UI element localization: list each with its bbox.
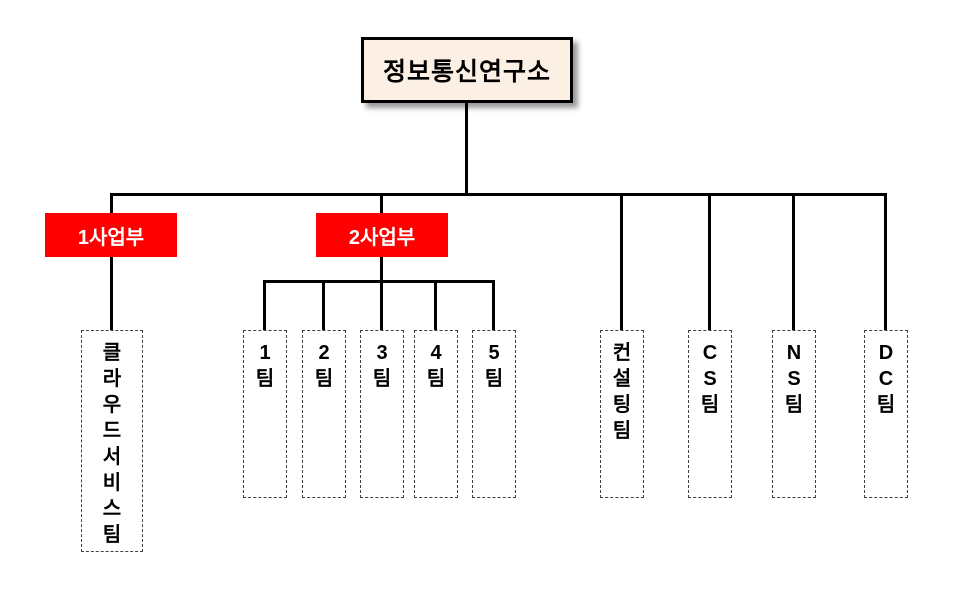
- root-label: 정보통신연구소: [382, 58, 551, 86]
- connector-drop-team-2: [322, 280, 325, 331]
- division-2-label: 2사업부: [348, 226, 416, 249]
- connector-drop-team-5: [492, 280, 495, 331]
- team-consulting-box: 컨 설 팅 팀: [600, 330, 644, 498]
- connector-drop-team-1: [263, 280, 266, 331]
- connector-drop-cs-team: [708, 193, 711, 331]
- division-1-box: 1사업부: [45, 213, 177, 257]
- connector-sub-bar: [263, 280, 495, 283]
- connector-root-stem: [465, 103, 468, 195]
- team-cloud-service-box: 클 라 우 드 서 비 스 팀: [81, 330, 143, 552]
- team-5-box: 5 팀: [472, 330, 516, 498]
- team-1-box: 1 팀: [243, 330, 287, 498]
- team-cs-box: C S 팀: [688, 330, 732, 498]
- division-1-label: 1사업부: [77, 226, 145, 249]
- connector-drop-team-4: [434, 280, 437, 331]
- team-4-box: 4 팀: [414, 330, 458, 498]
- connector-drop-division-1: [110, 193, 113, 215]
- connector-drop-division-2: [380, 193, 383, 215]
- connector-main-bar: [111, 193, 887, 196]
- division-2-box: 2사업부: [316, 213, 448, 257]
- connector-division-1-stem: [110, 255, 113, 331]
- connector-drop-consulting-team: [620, 193, 623, 331]
- team-2-box: 2 팀: [302, 330, 346, 498]
- connector-drop-dc-team: [884, 193, 887, 331]
- team-ns-box: N S 팀: [772, 330, 816, 498]
- root-box: 정보통신연구소: [361, 37, 573, 103]
- connector-drop-ns-team: [792, 193, 795, 331]
- team-3-box: 3 팀: [360, 330, 404, 498]
- team-dc-box: D C 팀: [864, 330, 908, 498]
- connector-division-2-stem: [380, 255, 383, 331]
